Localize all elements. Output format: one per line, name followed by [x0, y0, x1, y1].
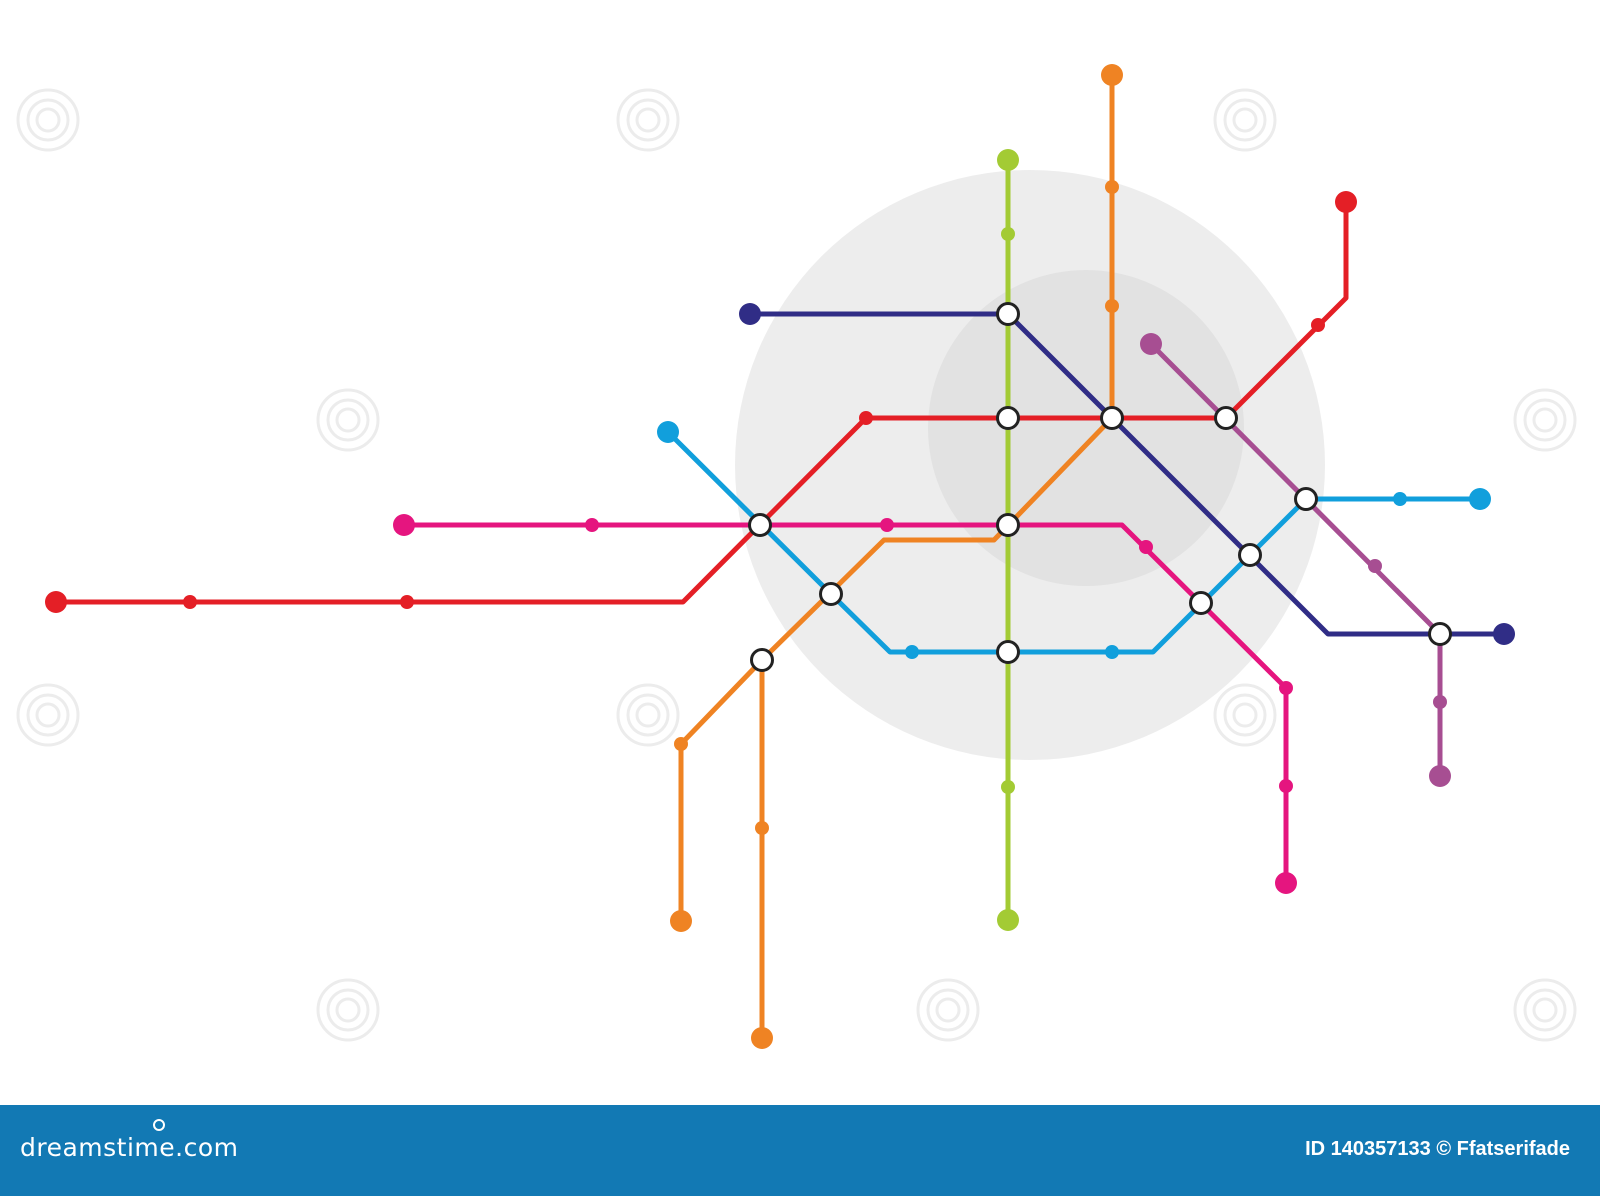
magenta-terminus[interactable] — [1275, 872, 1297, 894]
watermark-layer — [16, 88, 1577, 1042]
green-terminus[interactable] — [997, 909, 1019, 931]
orange-station[interactable] — [674, 737, 688, 751]
orange-station[interactable] — [755, 821, 769, 835]
red-station[interactable] — [183, 595, 197, 609]
navy-terminus[interactable] — [739, 303, 761, 325]
interchange-station[interactable] — [1214, 406, 1238, 430]
spiral-watermark-icon — [616, 88, 680, 152]
interchange-station[interactable] — [750, 648, 774, 672]
red-station[interactable] — [859, 411, 873, 425]
magenta-station[interactable] — [1279, 779, 1293, 793]
cyan-station[interactable] — [1393, 492, 1407, 506]
magenta-station[interactable] — [880, 518, 894, 532]
orange-terminus[interactable] — [670, 910, 692, 932]
stations — [45, 64, 1515, 1049]
interchange-station[interactable] — [996, 513, 1020, 537]
cyan-line — [665, 429, 1483, 655]
spiral-watermark-icon — [316, 388, 380, 452]
cyan-station[interactable] — [1105, 645, 1119, 659]
orange-station[interactable] — [1105, 299, 1119, 313]
magenta-station[interactable] — [1139, 540, 1153, 554]
purple-terminus[interactable] — [1140, 333, 1162, 355]
interchange-station[interactable] — [819, 582, 843, 606]
image-id-label: ID 140357133 © Ffatserifade — [1305, 1138, 1570, 1160]
spiral-watermark-icon — [1513, 978, 1577, 1042]
spiral-watermark-icon — [316, 978, 380, 1042]
interchange-station[interactable] — [1189, 591, 1213, 615]
interchange-station[interactable] — [996, 640, 1020, 664]
interchange-station[interactable] — [748, 513, 772, 537]
cyan-terminus[interactable] — [657, 421, 679, 443]
spiral-watermark-icon — [916, 978, 980, 1042]
red-station[interactable] — [1311, 318, 1325, 332]
spiral-watermark-icon — [616, 683, 680, 747]
green-station[interactable] — [1001, 780, 1015, 794]
navy-line — [747, 311, 1507, 637]
orange-terminus[interactable] — [751, 1027, 773, 1049]
spiral-watermark-icon — [16, 88, 80, 152]
cyan-station[interactable] — [905, 645, 919, 659]
magenta-terminus[interactable] — [393, 514, 415, 536]
interchange-station[interactable] — [1100, 406, 1124, 430]
interchange-station[interactable] — [1238, 543, 1262, 567]
purple-terminus[interactable] — [1429, 765, 1451, 787]
magenta-station[interactable] — [1279, 681, 1293, 695]
red-station[interactable] — [400, 595, 414, 609]
spiral-watermark-icon — [1213, 683, 1277, 747]
purple-station[interactable] — [1433, 695, 1447, 709]
purple-station[interactable] — [1368, 559, 1382, 573]
cyan-terminus[interactable] — [1469, 488, 1491, 510]
interchange-station[interactable] — [996, 302, 1020, 326]
interchange-station[interactable] — [996, 406, 1020, 430]
interchanges — [748, 302, 1452, 672]
spiral-watermark-icon — [1213, 88, 1277, 152]
red-terminus[interactable] — [45, 591, 67, 613]
orange-station[interactable] — [1105, 180, 1119, 194]
magenta-station[interactable] — [585, 518, 599, 532]
green-terminus[interactable] — [997, 149, 1019, 171]
metro-map — [16, 64, 1577, 1049]
footer-bar: dreamstime.com ID 140357133 © Ffatserifa… — [0, 1105, 1600, 1196]
green-station[interactable] — [1001, 227, 1015, 241]
spiral-watermark-icon — [1513, 388, 1577, 452]
red-terminus[interactable] — [1335, 191, 1357, 213]
navy-terminus[interactable] — [1493, 623, 1515, 645]
interchange-station[interactable] — [1428, 622, 1452, 646]
orange-terminus[interactable] — [1101, 64, 1123, 86]
spiral-watermark-icon — [16, 683, 80, 747]
spiral-logo-icon — [153, 1119, 165, 1131]
footer-logo[interactable]: dreamstime.com — [20, 1133, 239, 1162]
interchange-station[interactable] — [1294, 487, 1318, 511]
